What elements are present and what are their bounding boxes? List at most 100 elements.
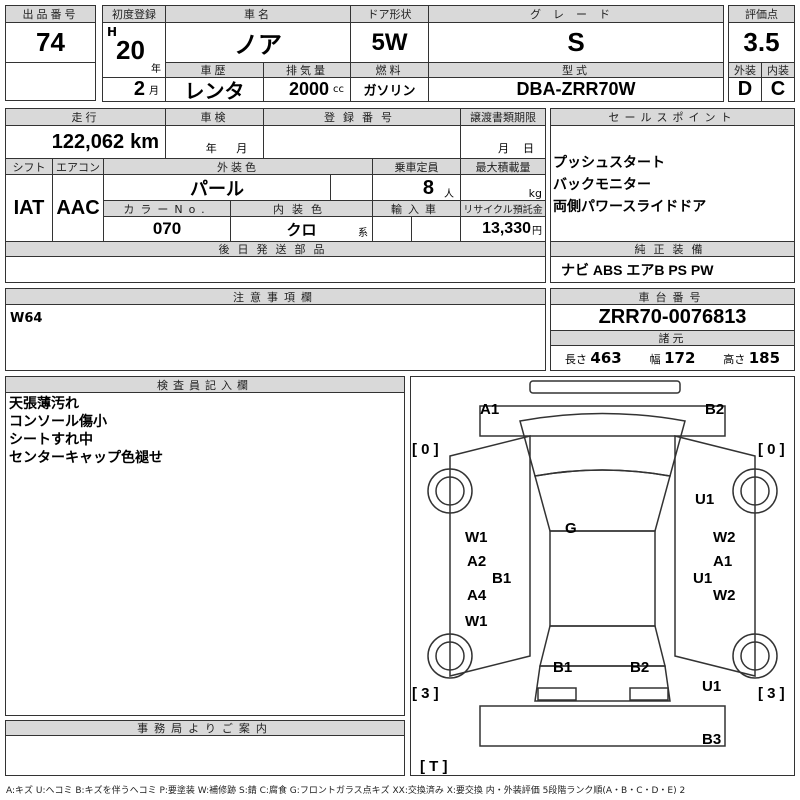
aircon-label: エアコン (52, 158, 104, 175)
front-left-wheel (427, 468, 473, 514)
mark: U1 (693, 570, 712, 587)
tire-front-right: [ 0 ] (758, 441, 785, 458)
score: 3.5 (728, 22, 795, 63)
mileage-unit: km (130, 130, 159, 153)
inspector-line: シートすれ中 (9, 432, 93, 448)
displacement-value: 2000 (288, 79, 329, 99)
chassis-number: ZRR70-0076813 (550, 304, 795, 331)
notes-label: 注意事項欄 (5, 288, 546, 305)
max-load: kg (460, 174, 546, 201)
transfer-day-unit: 日 (523, 142, 534, 155)
month: 2 (133, 78, 145, 100)
inspector-line: 天張薄汚れ (9, 396, 79, 412)
right-side (674, 435, 756, 677)
import-label: 輸入車 (372, 200, 461, 217)
int-color-unit: 系 (358, 228, 368, 239)
later-parts-label: 後日発送部品 (5, 241, 546, 257)
inspection-date: 年月 (165, 125, 264, 159)
width: 172 (664, 349, 696, 367)
lot-empty (5, 62, 96, 101)
transfer-label: 譲渡書類期限 (460, 108, 546, 126)
sales-point: 両側パワースライドドア (553, 199, 707, 215)
history-label: 車歴 (165, 62, 264, 78)
capacity-label: 乗車定員 (372, 158, 461, 175)
import-cell-2 (411, 216, 461, 242)
transfer-month-unit: 月 (498, 142, 509, 155)
era: H (107, 25, 118, 39)
sales-point: プッシュスタート (553, 155, 665, 171)
rear-right-wheel (732, 633, 778, 679)
sales-point: バックモニター (553, 177, 651, 193)
inspector-line: センターキャップ色褪せ (9, 450, 163, 466)
car-name-label: 車名 (165, 5, 351, 23)
lot-label: 出品番号 (5, 5, 96, 23)
capacity-value: 8 (422, 177, 434, 199)
roof (549, 530, 656, 627)
tailgate (534, 665, 671, 702)
rear-light-left (537, 687, 577, 701)
month-unit: 月 (149, 86, 159, 97)
displacement-unit: cc (333, 84, 344, 95)
mark: U1 (695, 491, 714, 508)
rear-bumper (479, 705, 726, 747)
displacement: 2000 cc (263, 77, 351, 102)
door-type: 5W (350, 22, 429, 63)
mark: W2 (713, 587, 736, 604)
inspector-label: 検査員記入欄 (5, 376, 405, 393)
spare-tire: [ T ] (420, 758, 448, 775)
ext-color-label: 外装色 (103, 158, 373, 175)
car-diagram-frame (410, 376, 795, 776)
int-color-value: クロ (286, 221, 317, 239)
inspection-label: 車検 (165, 108, 264, 126)
length: 463 (590, 349, 622, 367)
mark: B1 (553, 659, 572, 676)
mark: B1 (492, 570, 511, 587)
int-color-label: 内装色 (230, 200, 373, 217)
later-parts (5, 256, 546, 283)
mark: G (565, 520, 577, 537)
tire-front-left: [ 0 ] (412, 441, 439, 458)
mileage-value: 122,062 (51, 130, 125, 153)
shift: IAT (5, 174, 53, 242)
displacement-label: 排気量 (263, 62, 351, 78)
inspector-line: コンソール傷小 (9, 414, 107, 430)
lot-number: 74 (5, 22, 96, 63)
office-box (5, 735, 405, 776)
score-label: 評価点 (728, 5, 795, 23)
specs: 長さ 463 幅 172 高さ 185 (550, 345, 795, 371)
import-cell-1 (372, 216, 412, 242)
length-label: 長さ (564, 353, 587, 366)
windshield (534, 469, 671, 532)
capacity-unit: 人 (444, 189, 454, 200)
int-color: クロ 系 (230, 216, 373, 242)
mark: U1 (702, 678, 721, 695)
rear-light-right (629, 687, 669, 701)
transfer-date: 月日 (460, 125, 546, 159)
max-load-label: 最大積載量 (460, 158, 546, 175)
front-bumper (479, 405, 726, 437)
inspection-year-unit: 年 (205, 142, 217, 155)
color-no: 070 (103, 216, 231, 242)
int-score-label: 内装 (761, 62, 795, 78)
color-no-label: カラーNo. (103, 200, 231, 217)
first-reg-label: 初度登録 (102, 5, 166, 23)
tire-rear-left: [ 3 ] (412, 685, 439, 702)
aircon: AAC (52, 174, 104, 242)
int-score: C (761, 77, 795, 102)
office-label: 事務局よりご案内 (5, 720, 405, 736)
tire-rear-right: [ 3 ] (758, 685, 785, 702)
inspector-notes: 天張薄汚れ コンソール傷小 シートすれ中 センターキャップ色褪せ (9, 395, 163, 467)
mark: B2 (705, 401, 724, 418)
model-code: DBA-ZRR70W (428, 77, 724, 102)
reg-no (263, 125, 461, 159)
ext-color-extra (330, 174, 373, 201)
door-label: ドア形状 (350, 5, 429, 23)
width-label: 幅 (649, 353, 661, 366)
model-label: 型式 (428, 62, 724, 78)
history: レンタ (165, 77, 264, 102)
ext-score: D (728, 77, 762, 102)
shift-label: シフト (5, 158, 53, 175)
inspection-month-unit: 月 (236, 142, 248, 155)
